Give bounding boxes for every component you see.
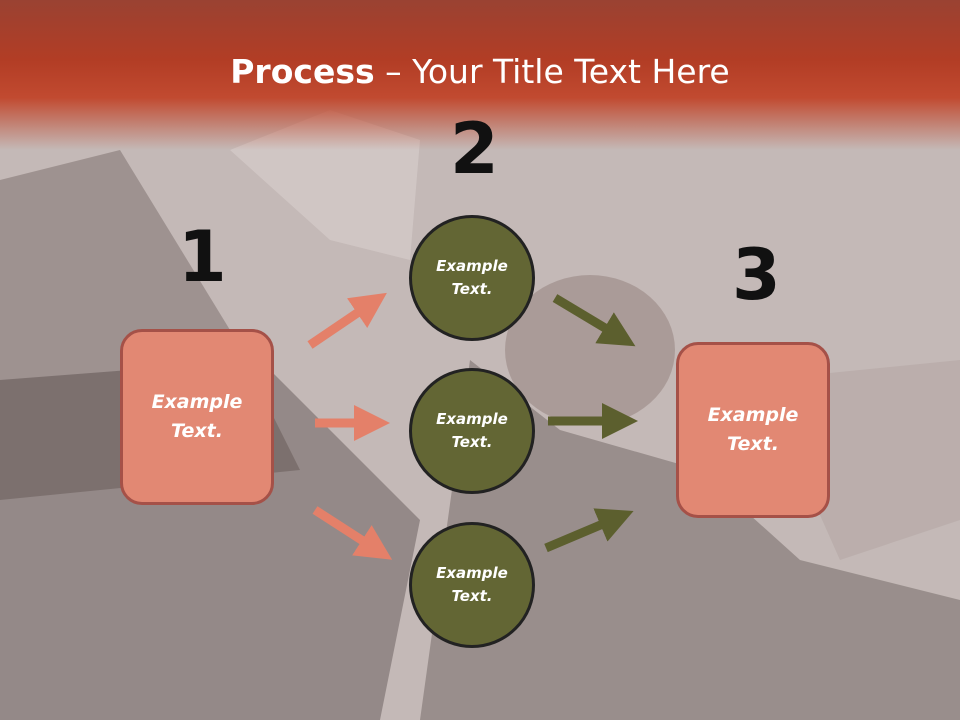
- step3-text: Example Text.: [707, 404, 799, 455]
- step2-top-text: Example Text.: [436, 257, 508, 298]
- step2-circle-bottom: Example Text.: [409, 522, 535, 648]
- step-number-2: 2: [450, 108, 499, 190]
- title-rest: – Your Title Text Here: [374, 52, 730, 91]
- step2-middle-text: Example Text.: [436, 410, 508, 451]
- step-number-1: 1: [178, 216, 227, 298]
- arrow-to-bottom-circle: [312, 506, 393, 560]
- step2-bottom-text: Example Text.: [436, 564, 508, 605]
- step1-text: Example Text.: [151, 391, 243, 442]
- step1-box: Example Text.: [120, 329, 274, 505]
- step3-box: Example Text.: [676, 342, 830, 518]
- slide-title: Process – Your Title Text Here: [0, 52, 960, 91]
- arrow-to-top-circle: [307, 292, 387, 349]
- step-number-3: 3: [732, 234, 781, 316]
- arrow-bottom-to-step3: [544, 508, 634, 553]
- arrow-top-to-step3: [552, 294, 636, 347]
- step2-circle-middle: Example Text.: [409, 368, 535, 494]
- step2-circle-top: Example Text.: [409, 215, 535, 341]
- title-bold: Process: [230, 52, 375, 91]
- title-bar: [0, 0, 960, 150]
